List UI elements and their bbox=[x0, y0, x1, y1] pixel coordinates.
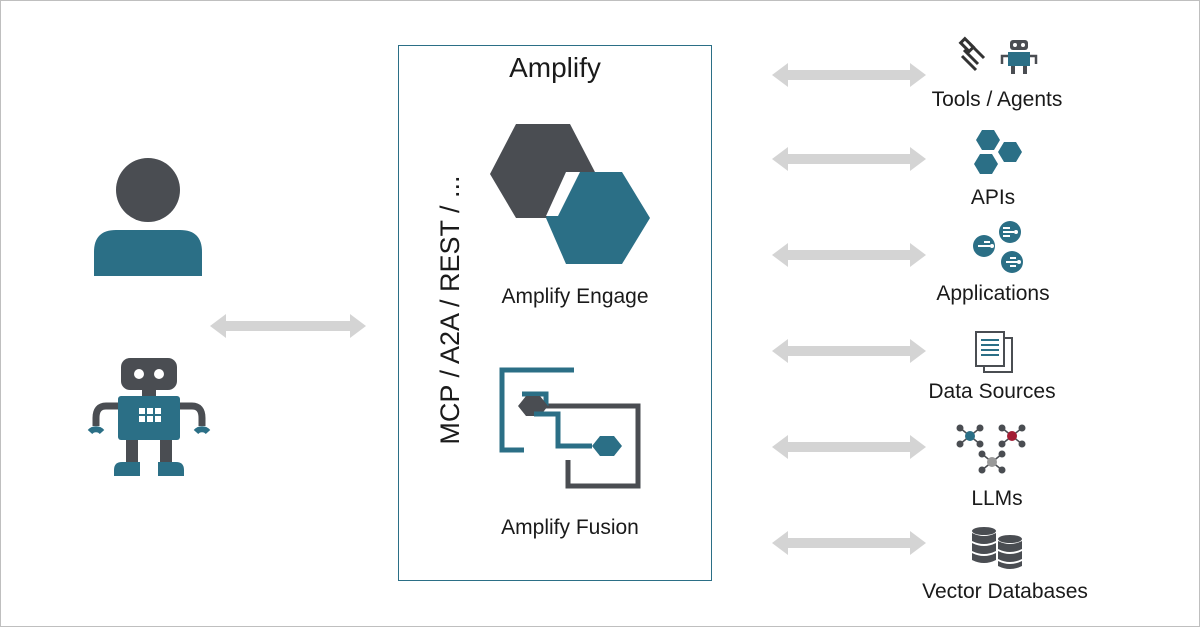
apis-label: APIs bbox=[970, 186, 1016, 209]
apis-icon bbox=[974, 130, 1022, 174]
vector-databases-icon bbox=[972, 527, 1022, 569]
tools-agents-label: Tools / Agents bbox=[931, 88, 1063, 111]
llms-icon bbox=[956, 424, 1026, 474]
data-sources-arrow bbox=[772, 339, 926, 363]
llms-arrow bbox=[772, 435, 926, 459]
applications-icon bbox=[973, 221, 1023, 273]
protocols-label: MCP / A2A / REST / ... bbox=[435, 175, 465, 445]
tools-agents-icon bbox=[958, 36, 1038, 74]
vector-databases-label: Vector Databases bbox=[922, 580, 1088, 603]
amplify-fusion-label: Amplify Fusion bbox=[501, 516, 639, 539]
data-sources-icon bbox=[975, 331, 1013, 373]
amplify-engage-label: Amplify Engage bbox=[501, 285, 649, 308]
llms-label: LLMs bbox=[971, 487, 1023, 510]
actors-to-amplify-arrow bbox=[210, 314, 366, 338]
amplify-box bbox=[398, 45, 712, 581]
robot-icon bbox=[87, 358, 211, 476]
user-icon bbox=[94, 158, 202, 276]
amplify-engage-icon bbox=[490, 124, 650, 264]
tools-agents-arrow bbox=[772, 63, 926, 87]
applications-arrow bbox=[772, 243, 926, 267]
applications-label: Applications bbox=[936, 282, 1050, 305]
vector-databases-arrow bbox=[772, 531, 926, 555]
amplify-fusion-icon bbox=[499, 367, 641, 489]
amplify-title: Amplify bbox=[509, 52, 601, 83]
data-sources-label: Data Sources bbox=[928, 380, 1056, 403]
apis-arrow bbox=[772, 147, 926, 171]
